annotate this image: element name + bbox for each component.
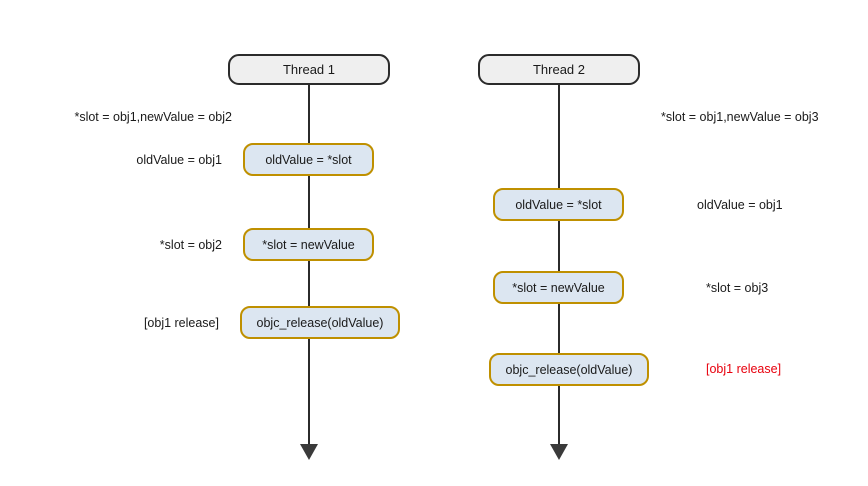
thread-2-step-read-oldvalue[interactable]: oldValue = *slot [493,188,624,221]
thread-1-step-1-label: oldValue = *slot [265,152,352,167]
thread-1-step-3-label: objc_release(oldValue) [256,315,384,330]
thread-2-annotation-oldvalue: oldValue = obj1 [697,198,783,212]
thread-1-step-read-oldvalue[interactable]: oldValue = *slot [243,143,374,176]
thread-2-step-objc-release[interactable]: objc_release(oldValue) [489,353,649,386]
thread-1-annotation-initial-state: *slot = obj1,newValue = obj2 [74,110,232,124]
thread-2-step-2-label: *slot = newValue [512,280,605,295]
thread-2-header-label: Thread 2 [532,62,586,77]
thread-2-lifeline-arrow-icon [550,444,568,460]
thread-1-lifeline-arrow-icon [300,444,318,460]
thread-2-lifeline [558,84,560,448]
thread-1-step-store-newvalue[interactable]: *slot = newValue [243,228,374,261]
thread-2-step-3-label: objc_release(oldValue) [505,362,633,377]
thread-2-annotation-release-warning: [obj1 release] [706,362,782,376]
thread-1-annotation-oldvalue: oldValue = obj1 [136,153,222,167]
thread-2-header[interactable]: Thread 2 [478,54,640,85]
thread-1-header-label: Thread 1 [282,62,336,77]
thread-1-header[interactable]: Thread 1 [228,54,390,85]
thread-1-annotation-slot-value: *slot = obj2 [159,238,222,252]
thread-1-annotation-release: [obj1 release] [143,316,219,330]
thread-1-step-2-label: *slot = newValue [262,237,355,252]
thread-2-annotation-slot-value: *slot = obj3 [706,281,769,295]
thread-2-annotation-initial-state: *slot = obj1,newValue = obj3 [661,110,819,124]
thread-1-step-objc-release[interactable]: objc_release(oldValue) [240,306,400,339]
thread-1-lifeline [308,84,310,448]
thread-2-step-store-newvalue[interactable]: *slot = newValue [493,271,624,304]
thread-2-step-1-label: oldValue = *slot [515,197,602,212]
